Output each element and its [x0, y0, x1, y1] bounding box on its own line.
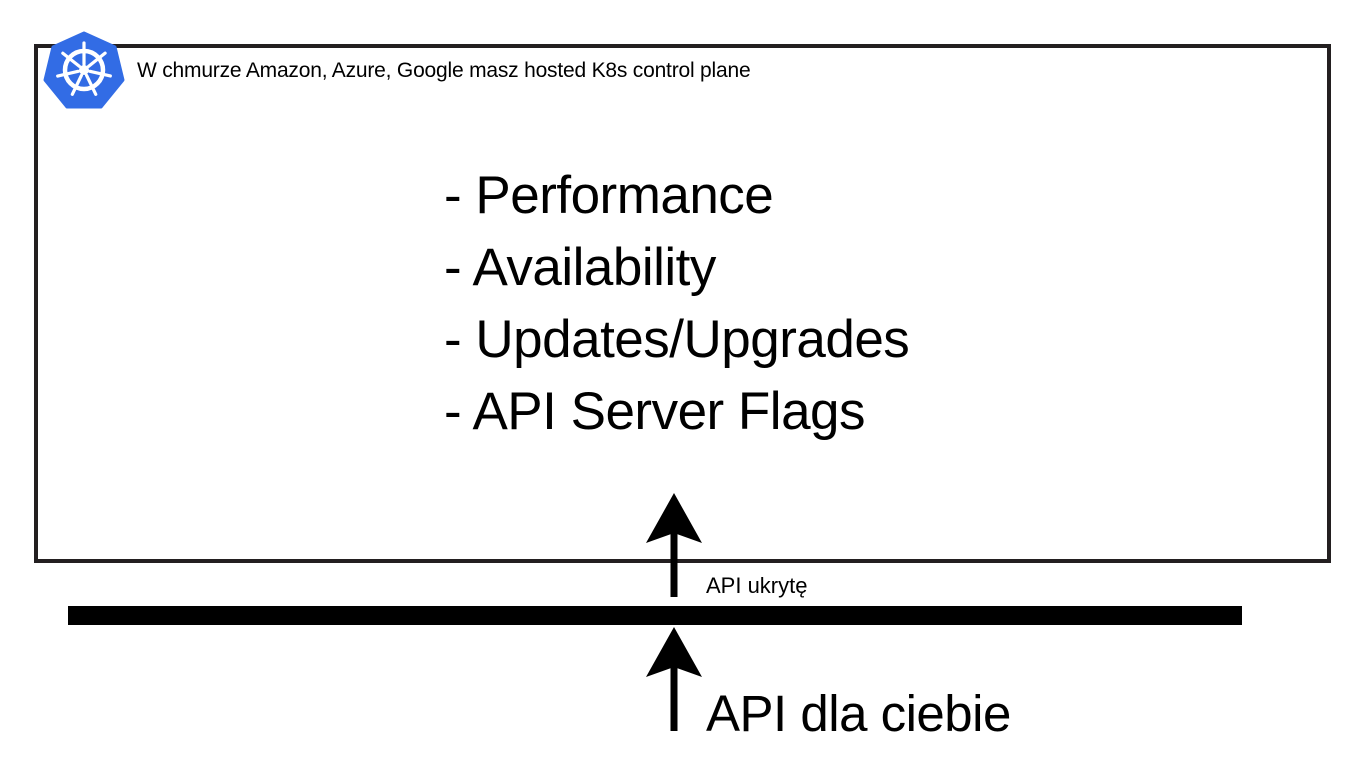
hidden-api-label: API ukrytę [706, 573, 808, 598]
concerns-list: - Performance - Availability - Updates/U… [444, 160, 910, 448]
header-text: W chmurze Amazon, Azure, Google masz hos… [137, 59, 751, 82]
control-plane-box [34, 44, 1331, 563]
concern-api-server-flags: - API Server Flags [444, 382, 866, 441]
public-api-arrow-icon [646, 627, 702, 731]
concern-availability: - Availability [444, 238, 716, 297]
separator-bar [68, 606, 1242, 625]
concern-updates-upgrades: - Updates/Upgrades [444, 310, 910, 369]
hidden-api-arrow-icon [646, 493, 702, 597]
public-api-label: API dla ciebie [706, 685, 1011, 742]
kubernetes-logo-icon [43, 31, 125, 109]
concern-performance: - Performance [444, 166, 774, 225]
